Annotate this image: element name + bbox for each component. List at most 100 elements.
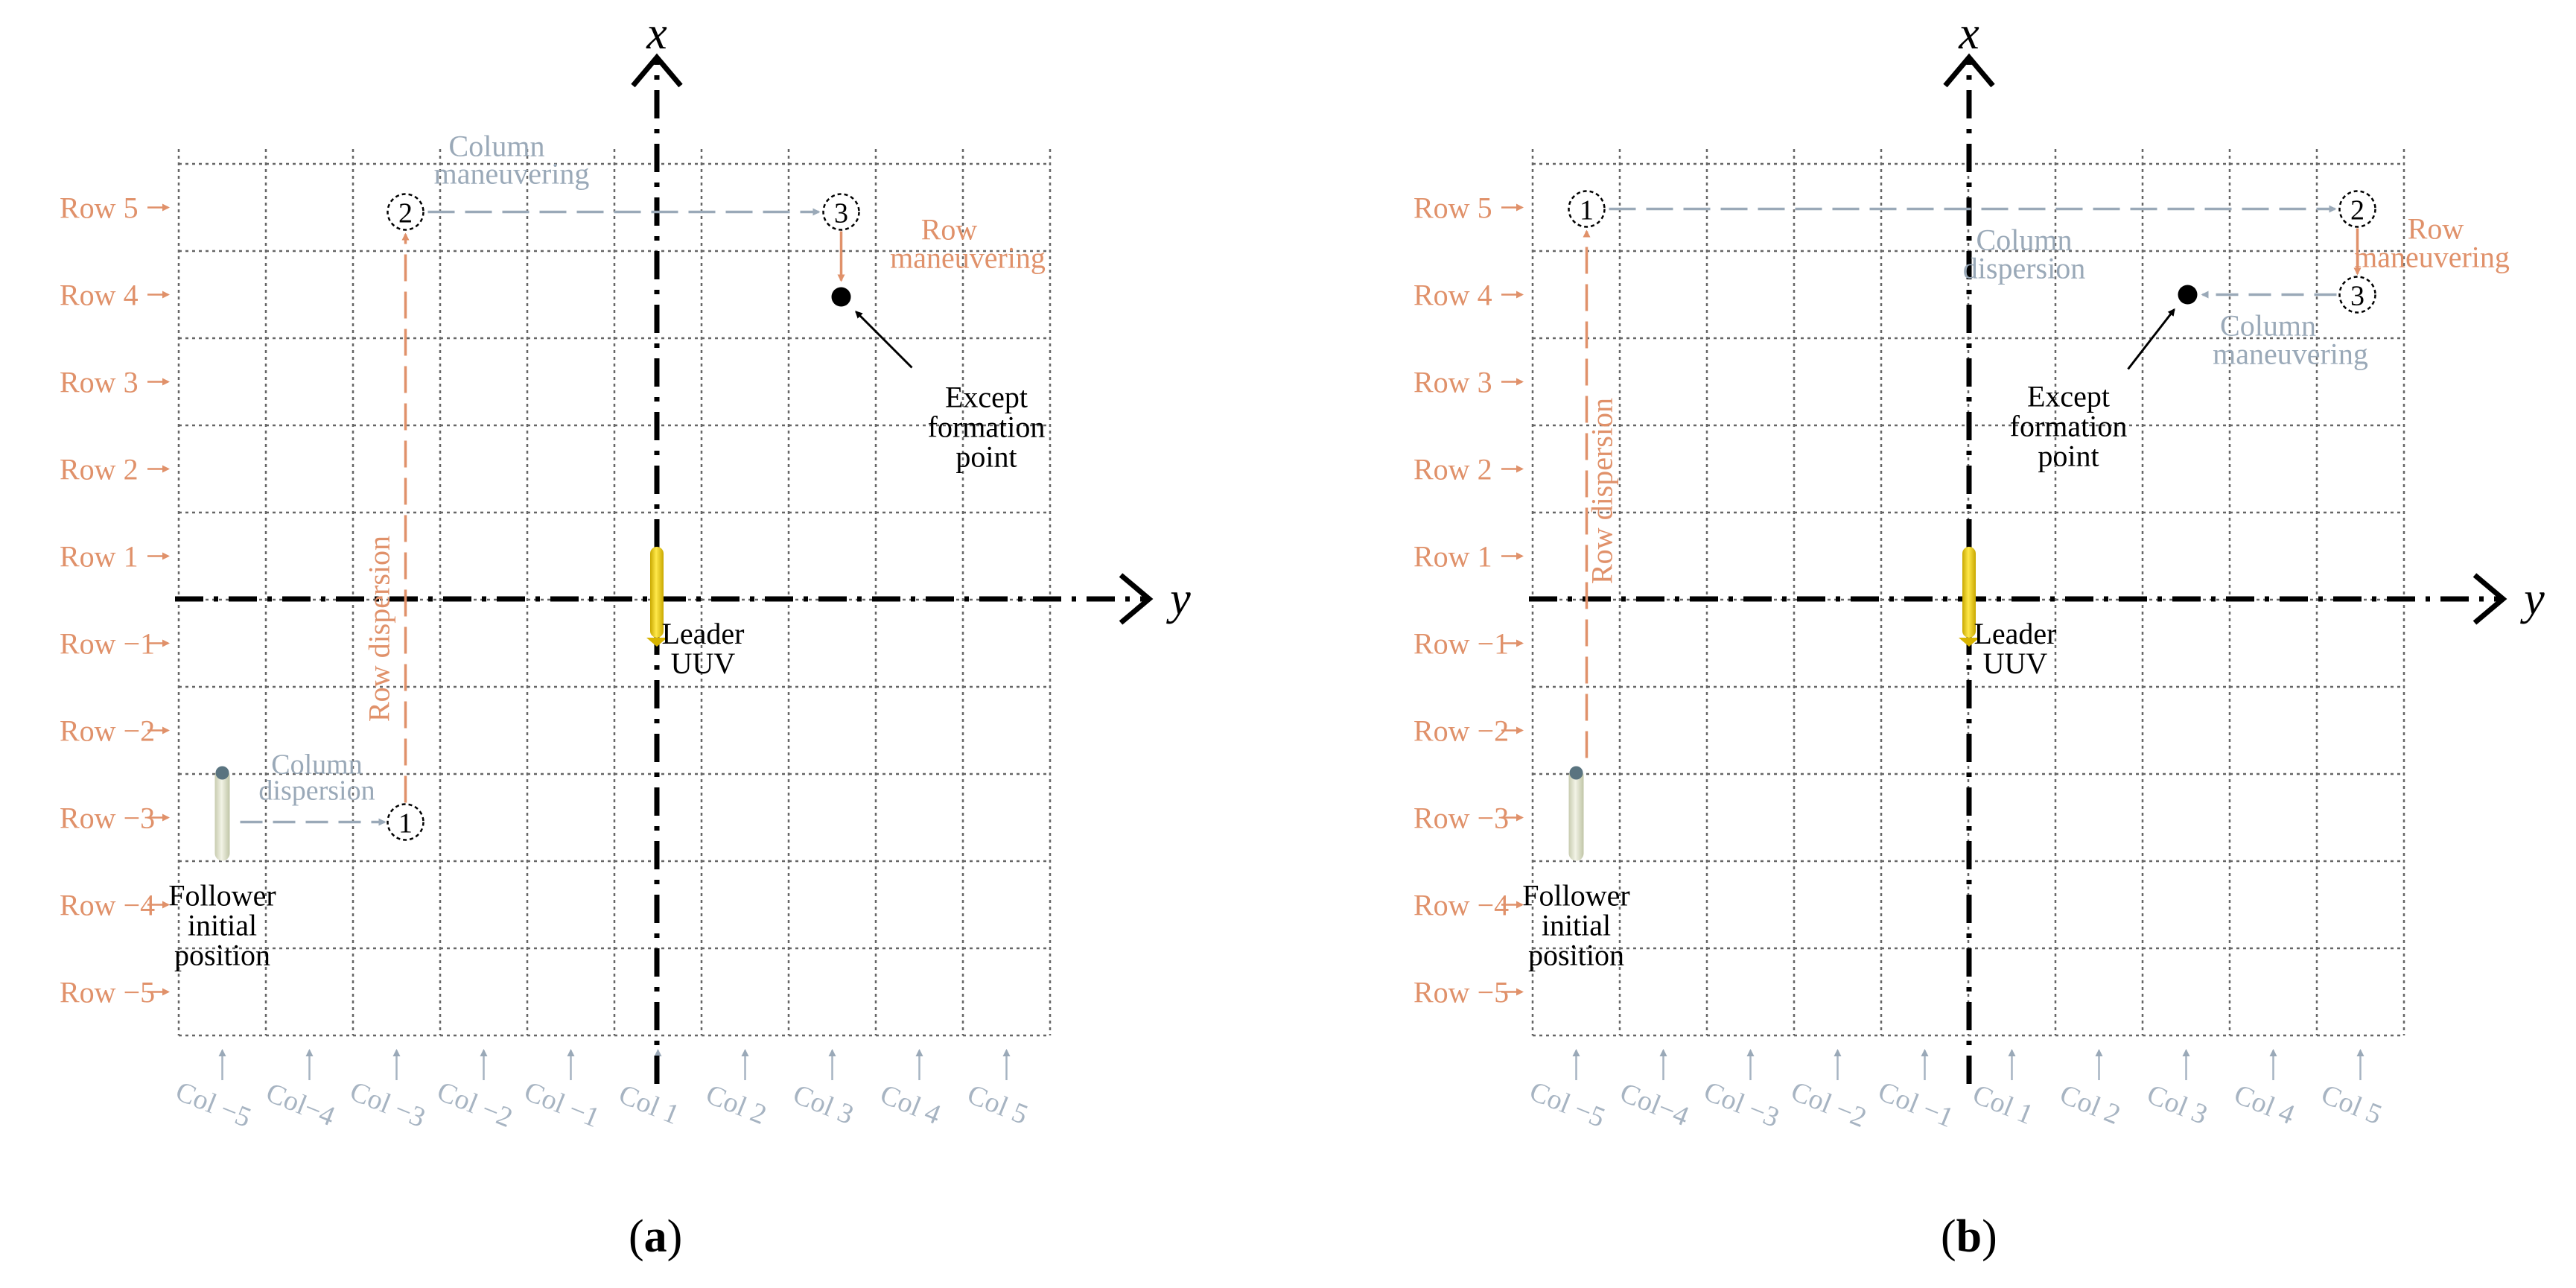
follower-label: Follower [1522,879,1629,913]
column-dispersion-label: Column [271,749,362,781]
waypoint-circle [387,803,424,841]
col-label: Col−4 [1615,1077,1693,1133]
waypoint-circle [1568,190,1606,228]
caption-letter: a [644,1211,667,1262]
waypoint-number: 3 [2350,281,2364,312]
leader-label: Leader [1974,617,2056,650]
caption-open: ( [629,1211,644,1262]
row-label: Row −5 [60,976,155,1009]
y-axis-arrowhead [2472,573,2507,625]
row-label: Row 3 [1413,366,1492,399]
row-label: Row 2 [1413,453,1492,486]
row-maneuvering-label: maneuvering [890,241,1046,275]
expected-formation-point [831,287,851,307]
row-label: Row −3 [1413,802,1509,835]
leader-uuv-tail [1959,638,1979,647]
col-label: Col 4 [876,1079,945,1131]
waypoint-number: 2 [2350,195,2364,226]
col-label: Col 2 [2055,1079,2125,1131]
follower-label: position [174,939,270,972]
row-label: Row 4 [60,279,139,312]
follower-uuv-body [214,768,230,861]
caption-open: ( [1941,1211,1956,1262]
column-maneuvering-label: maneuvering [434,157,590,191]
y-axis-label: y [2519,574,2545,624]
grid [177,149,1052,1037]
waypoint-marker: 1 [387,803,424,841]
panel-caption: (a) [629,1211,682,1262]
target-pointer [855,311,913,369]
waypoint-marker: 1 [1568,190,1606,228]
col-label: Col 5 [963,1079,1032,1131]
leader-label: Leader [661,617,744,650]
column-dispersion-label: dispersion [1963,252,2085,285]
follower-label: Follower [168,879,276,913]
y-axis-label: y [1165,574,1191,624]
row-maneuvering-label: maneuvering [2354,241,2510,274]
column-dispersion-label: dispersion [258,775,375,807]
waypoint-number: 1 [398,808,413,840]
row-label: Row −1 [1413,627,1509,661]
leader-label: UUV [671,647,736,680]
target-label: Except [2027,380,2110,413]
col-label: Col −3 [1699,1076,1784,1134]
row-label: Row 3 [60,366,139,399]
target-label: formation [928,410,1046,444]
target-label: Except [945,381,1028,414]
col-label: Col −2 [1787,1076,1871,1134]
col-label: Col 2 [702,1079,771,1131]
col-label: Col 4 [2230,1079,2299,1131]
waypoint-circle [2338,276,2376,314]
col-label: Col −5 [171,1076,255,1134]
waypoint-number: 1 [1580,195,1594,226]
follower-uuv [214,766,230,861]
row-label: Row 1 [1413,540,1492,574]
waypoint-number: 2 [398,198,413,229]
col-label: Col 3 [2143,1079,2212,1131]
column-maneuvering-label: Column [449,130,545,163]
leader-uuv-body [650,547,664,638]
col-label: Col −1 [1874,1076,1958,1134]
col-label: Col 5 [2317,1079,2386,1131]
leader-uuv-body [1962,547,1976,638]
row-label: Row −4 [1413,889,1509,922]
row-label: Row 4 [1413,279,1492,312]
row-dispersion-label: Row dispersion [363,536,396,722]
col-label: Col −2 [433,1076,517,1134]
row-label: Row 2 [60,453,139,486]
column-dispersion-label: Column [1976,223,2073,257]
waypoint-circle [2338,190,2376,228]
x-axis-label: x [1958,8,1979,59]
row-maneuvering-label: Row [921,213,978,247]
row-label: Row 5 [1413,191,1492,225]
caption-close: ) [667,1211,683,1262]
target-label: point [2038,440,2099,473]
leader-uuv [1959,547,1979,647]
waypoint-marker: 2 [387,193,424,231]
follower-uuv [1568,766,1584,861]
waypoint-marker: 3 [822,193,860,231]
x-axis-arrowhead [631,53,683,88]
follower-label: initial [188,909,257,942]
col-label: Col −5 [1525,1076,1609,1134]
waypoint-number: 3 [834,198,848,229]
leader-label: UUV [1983,647,2048,680]
col-label: Col 3 [789,1079,858,1131]
row-label: Row −3 [60,802,155,835]
row-label: Row −2 [1413,714,1509,748]
expected-formation-point [2178,285,2198,305]
row-maneuvering-label: Row [2408,212,2464,246]
waypoint-circle [387,193,424,231]
col-label: Col 1 [1968,1079,2038,1131]
col-label: Col −3 [346,1076,430,1134]
col-label: Col−4 [261,1077,339,1133]
column-maneuvering-label: Column [2220,309,2316,343]
col-label: Col 1 [614,1079,684,1131]
col-label: Col −1 [520,1076,604,1134]
row-label: Row −5 [1413,976,1509,1009]
caption-letter: b [1956,1211,1982,1262]
leader-uuv [646,547,667,647]
